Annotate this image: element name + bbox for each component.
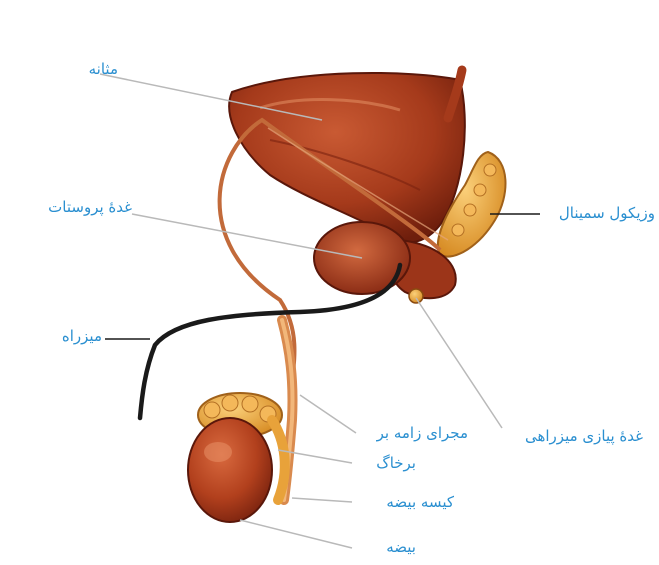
leader-testis bbox=[240, 520, 352, 548]
testis-organ bbox=[188, 418, 272, 522]
label-testis: بیضه bbox=[356, 540, 416, 555]
label-seminal-vesicle: وزیکول سمینال bbox=[542, 206, 655, 221]
leader-vas bbox=[300, 395, 356, 433]
bulbourethral-gland bbox=[409, 289, 423, 303]
label-prostate: غدهٔ پروستات bbox=[14, 200, 132, 215]
label-bulbourethral: غدهٔ پیازی میزراهی bbox=[483, 429, 643, 444]
leader-scrotum bbox=[292, 498, 352, 502]
label-bladder: مثانه bbox=[58, 62, 118, 77]
label-vas-deferens: مجرای زامه بر bbox=[358, 426, 468, 441]
label-epididymis: برخاگ bbox=[356, 456, 416, 471]
label-scrotum: کیسه بیضه bbox=[356, 495, 454, 510]
label-urethra: میزراه bbox=[40, 329, 102, 344]
leader-bulbourethral bbox=[416, 298, 502, 428]
